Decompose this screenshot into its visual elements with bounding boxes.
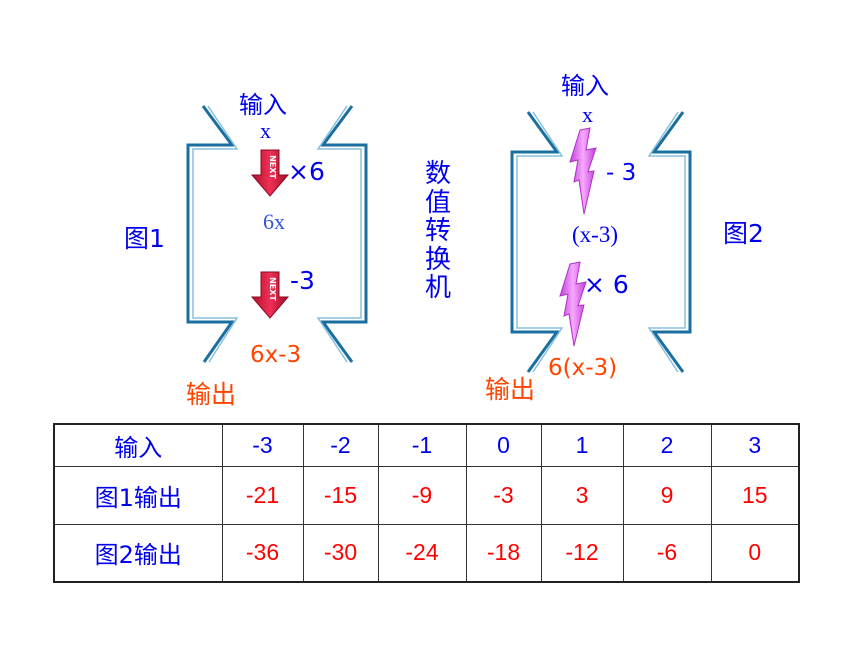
figure2-op2: × 6 [584, 270, 629, 299]
figure1-op2: -3 [290, 266, 315, 295]
table-row: 图2输出 -36 -30 -24 -18 -12 -6 0 [53, 523, 800, 583]
table-cell: -15 [302, 465, 379, 525]
figure2-op1: - 3 [606, 160, 637, 186]
center-title-char: 值 [424, 187, 451, 218]
results-table: 输入 -3 -2 -1 0 1 2 3 图1输出 -21 -15 -9 -3 3… [53, 423, 800, 583]
table-cell: -3 [221, 423, 304, 467]
table-cell: -2 [302, 423, 379, 467]
figure1-frame [186, 105, 368, 363]
figure2-frame [510, 111, 692, 373]
figure1-op1: ×6 [288, 157, 325, 186]
center-title: 数 值 转 换 机 [421, 160, 455, 303]
table-cell: 9 [622, 465, 712, 525]
center-title-char: 转 [424, 216, 451, 247]
figure2-output-label: 输出 [485, 375, 536, 404]
table-cell: -9 [377, 465, 467, 525]
figure2-mid: (x-3) [572, 222, 618, 247]
figure2-input-var: x [582, 102, 593, 127]
table-cell: 0 [710, 523, 800, 583]
table-row: 输入 -3 -2 -1 0 1 2 3 [53, 423, 800, 467]
table-cell: -21 [221, 465, 304, 525]
table-row: 图1输出 -21 -15 -9 -3 3 9 15 [53, 465, 800, 525]
table-cell: 3 [710, 423, 800, 467]
table-cell: -1 [377, 423, 467, 467]
next-arrow-icon: NEXT [250, 149, 290, 197]
figure1-result: 6x-3 [250, 342, 302, 368]
figure1-output-label: 输出 [186, 380, 237, 409]
figure2-caption: 图2 [723, 219, 764, 248]
lightning-arrow-icon [569, 127, 597, 215]
lightning-arrow-icon [559, 261, 587, 347]
table-cell: -18 [465, 523, 542, 583]
figure1-input-label: 输入 [239, 91, 287, 119]
center-title-char: 数 [424, 159, 451, 189]
figure1-input-var: x [260, 118, 271, 143]
table-cell: 15 [710, 465, 800, 525]
table-cell: -3 [465, 465, 542, 525]
center-title-char: 机 [424, 273, 451, 304]
table-cell: -24 [377, 523, 467, 583]
table-cell: 1 [540, 423, 624, 467]
table-cell: -36 [221, 523, 304, 583]
figure1-caption: 图1 [124, 224, 165, 253]
table-cell: 0 [465, 423, 542, 467]
next-badge-text: NEXT [268, 277, 277, 301]
table-cell: 2 [622, 423, 712, 467]
table-cell: -6 [622, 523, 712, 583]
figure1-mid: 6x [263, 209, 285, 234]
table-cell: 3 [540, 465, 624, 525]
row-label-figure1: 图1输出 [53, 465, 223, 525]
figure2-result: 6(x-3) [548, 355, 618, 381]
center-title-char: 换 [424, 244, 451, 275]
figure2-input-label: 输入 [561, 72, 609, 100]
table-cell: -30 [302, 523, 379, 583]
row-label-input: 输入 [53, 423, 223, 467]
next-arrow-icon: NEXT [250, 271, 290, 319]
table-cell: -12 [540, 523, 624, 583]
row-label-figure2: 图2输出 [53, 523, 223, 583]
next-badge-text: NEXT [268, 155, 277, 179]
